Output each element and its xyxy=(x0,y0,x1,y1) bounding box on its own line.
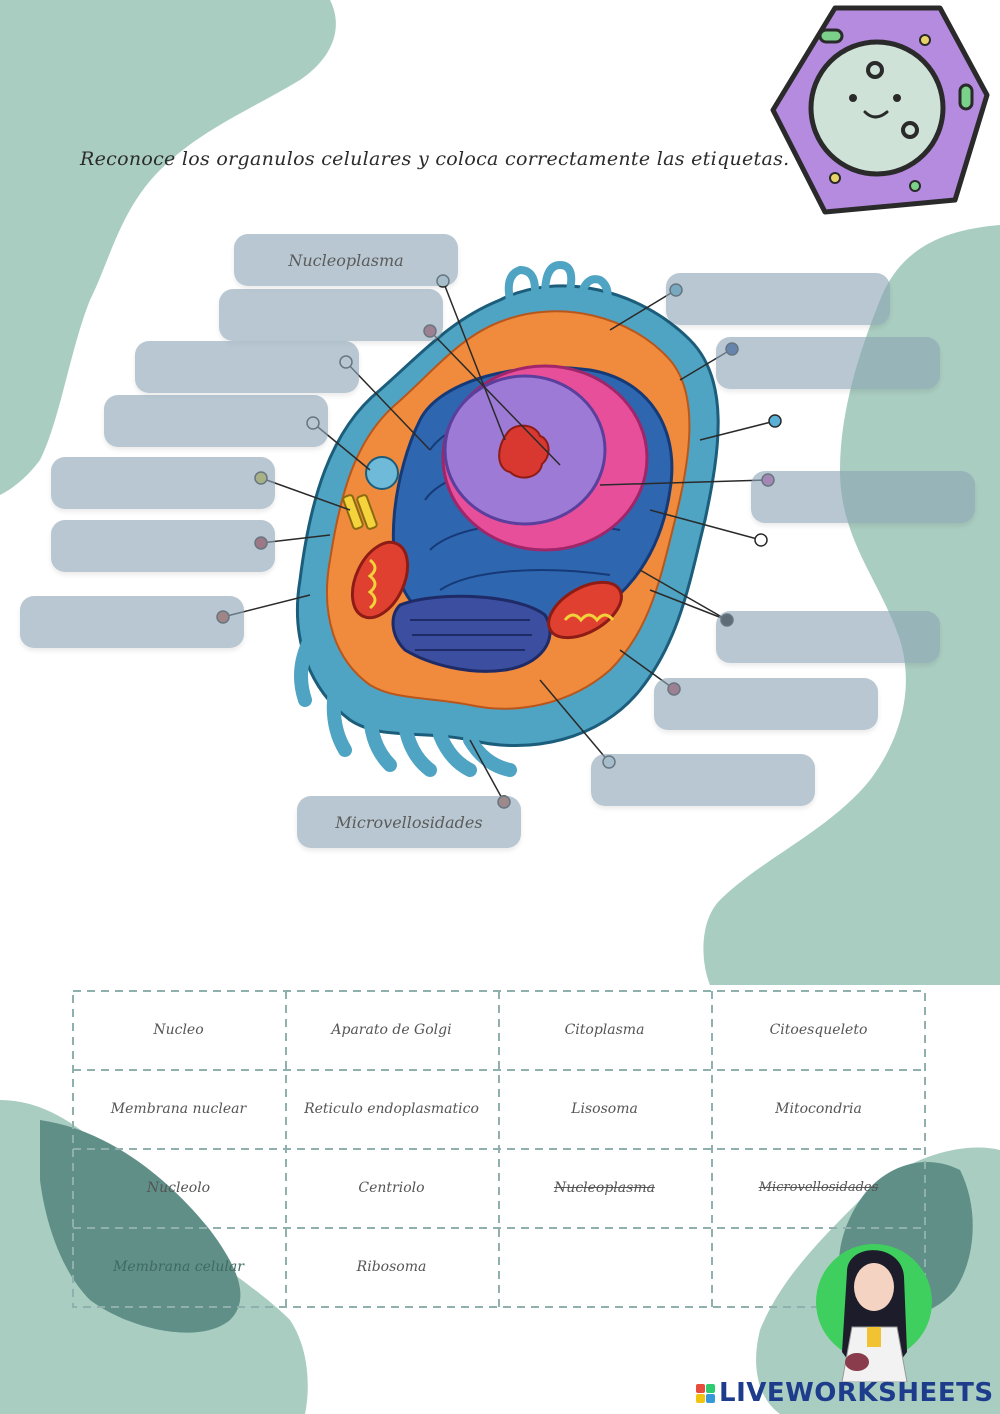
word-tile-label: Reticulo endoplasmatico xyxy=(304,1100,479,1117)
drop-zone-7[interactable] xyxy=(20,596,244,648)
word-tile-citoplasma[interactable]: Citoplasma xyxy=(498,990,711,1069)
word-tile-nucleo[interactable]: Nucleo xyxy=(72,990,285,1069)
word-bank-grid-lines xyxy=(72,990,926,1308)
lysosome xyxy=(365,456,399,490)
animal-cell-diagram xyxy=(216,260,782,809)
word-tile-ribosoma[interactable]: Ribosoma xyxy=(285,1227,498,1306)
word-tile-membrana-celular[interactable]: Membrana celular xyxy=(72,1227,285,1306)
word-tile-membrana-nuclear[interactable]: Membrana nuclear xyxy=(72,1069,285,1148)
liveworksheets-logo-icon xyxy=(696,1383,715,1403)
word-tile-nucleolo[interactable]: Nucleolo xyxy=(72,1148,285,1227)
drop-zone-1[interactable]: Nucleoplasma xyxy=(234,234,458,286)
instruction-text: Reconoce los organulos celulares y coloc… xyxy=(80,148,790,170)
word-tile-empty xyxy=(498,1227,711,1306)
centriole xyxy=(342,494,378,530)
word-tile-citoesqueleto[interactable]: Citoesqueleto xyxy=(711,990,926,1069)
word-tile-label: Ribosoma xyxy=(356,1258,427,1275)
word-tile-label: Microvellosidades xyxy=(758,1180,879,1195)
mitochondria xyxy=(350,540,623,640)
word-tile-centriolo[interactable]: Centriolo xyxy=(285,1148,498,1227)
word-tile-label: Nucleolo xyxy=(146,1179,211,1196)
drop-zone-label: Nucleoplasma xyxy=(288,250,404,270)
word-tile-lisosoma[interactable]: Lisosoma xyxy=(498,1069,711,1148)
drop-zone-8[interactable] xyxy=(666,273,890,325)
word-tile-label: Membrana celular xyxy=(113,1258,244,1275)
drop-zone-14[interactable]: Microvellosidades xyxy=(297,796,521,848)
word-tile-label: Citoesqueleto xyxy=(769,1021,868,1038)
word-tile-label: Mitocondria xyxy=(775,1100,862,1117)
word-tile-label: Membrana nuclear xyxy=(110,1100,247,1117)
word-tile-label: Nucleoplasma xyxy=(554,1179,655,1196)
drop-zone-label: Microvellosidades xyxy=(335,812,483,832)
drop-zone-13[interactable] xyxy=(591,754,815,806)
word-tile-label: Nucleo xyxy=(153,1021,204,1038)
drop-zone-4[interactable] xyxy=(104,395,328,447)
word-tile-label: Lisosoma xyxy=(571,1100,638,1117)
word-tile-aparato-de-golgi[interactable]: Aparato de Golgi xyxy=(285,990,498,1069)
drop-zone-12[interactable] xyxy=(654,678,878,730)
drop-zone-3[interactable] xyxy=(135,341,359,393)
word-tile-label: Centriolo xyxy=(358,1179,425,1196)
drop-zone-10[interactable] xyxy=(751,471,975,523)
word-tile-microvellosidades-used: Microvellosidades xyxy=(711,1148,926,1227)
word-tile-nucleoplasma-used: Nucleoplasma xyxy=(498,1148,711,1227)
cell-cartoon-icon xyxy=(770,5,990,215)
word-tile-mitocondria[interactable]: Mitocondria xyxy=(711,1069,926,1148)
word-tile-reticulo-endoplasmatico[interactable]: Reticulo endoplasmatico xyxy=(285,1069,498,1148)
nucleus xyxy=(441,364,649,552)
drop-zone-5[interactable] xyxy=(51,457,275,509)
word-tile-label: Aparato de Golgi xyxy=(331,1021,452,1038)
scientist-illustration xyxy=(816,1244,932,1382)
drop-zone-11[interactable] xyxy=(716,611,940,663)
drop-zone-6[interactable] xyxy=(51,520,275,572)
word-tile-label: Citoplasma xyxy=(564,1021,645,1038)
drop-zone-9[interactable] xyxy=(716,337,940,389)
drop-zone-2[interactable] xyxy=(219,289,443,341)
liveworksheets-logo: LIVEWORKSHEETS xyxy=(696,1378,994,1408)
brand-text: LIVEWORKSHEETS xyxy=(719,1378,994,1408)
golgi-apparatus xyxy=(391,594,552,673)
